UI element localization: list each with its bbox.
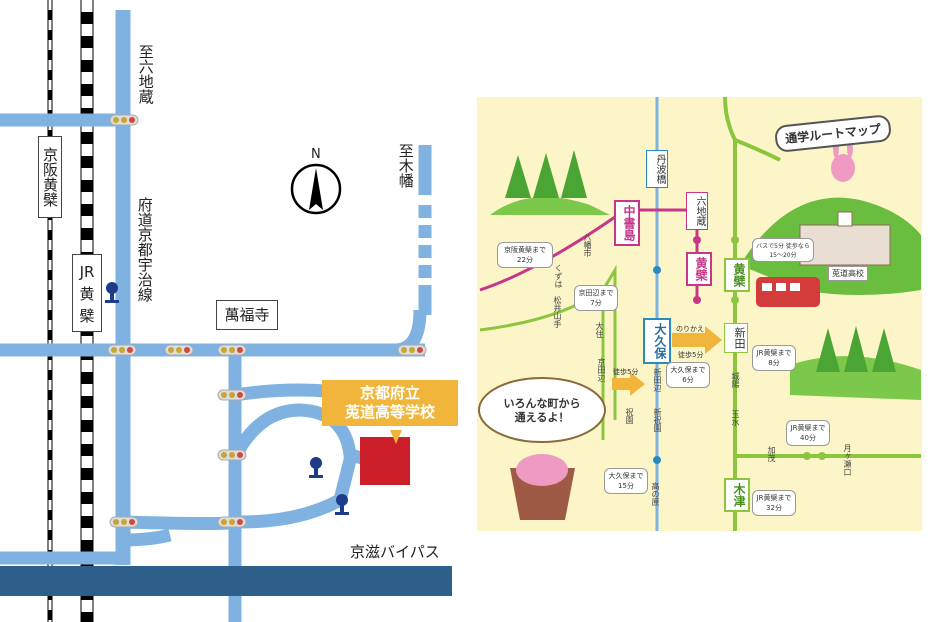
- station-kamo[interactable]: 加茂: [767, 446, 776, 462]
- station-shin-tanabe[interactable]: 新田辺: [653, 368, 662, 392]
- note-okubo: 大久保まで6分: [666, 362, 710, 388]
- station-shinden[interactable]: 新田: [724, 323, 748, 353]
- note-walk5: 徒歩5分: [613, 368, 639, 376]
- station-soen[interactable]: 祝園: [625, 408, 634, 424]
- note-kyotanabe: 京田辺まで7分: [574, 285, 618, 311]
- school-name-line2: 莵道高等学校: [344, 403, 435, 421]
- station-tamamizu[interactable]: 玉水: [731, 410, 740, 426]
- north-arrow-icon: [290, 163, 342, 215]
- station-osumi[interactable]: 大住: [595, 322, 604, 338]
- right-map: [477, 96, 922, 531]
- balloon-text-line1: いろんな町から: [503, 397, 581, 410]
- school-name-tag[interactable]: 京都府立 莵道高等学校: [322, 380, 458, 426]
- balloon-illustration: [478, 377, 606, 520]
- bypass-label: 京滋バイパス: [350, 543, 440, 561]
- station-okubo[interactable]: 大久保: [643, 318, 671, 364]
- station-nakashojima[interactable]: 中書島: [614, 200, 640, 246]
- to-kowata-label: 至木幡: [396, 143, 415, 188]
- jr-obaku-station-label: JR黄檗: [79, 263, 95, 325]
- bus-illustration: [756, 277, 820, 307]
- school-marker: [360, 437, 410, 485]
- station-kuzuha[interactable]: くずは: [554, 264, 563, 288]
- station-yawatashi[interactable]: 八幡市: [583, 233, 592, 257]
- station-obaku-keihan[interactable]: 黄檗: [686, 252, 712, 286]
- note-transfer: のりかえ: [676, 325, 704, 333]
- note-okubo2: 大久保まで15分: [604, 468, 648, 494]
- school-tag-pointer: [390, 430, 402, 444]
- tree-icons: [505, 150, 896, 372]
- station-tanbabashi[interactable]: 丹波橋: [646, 150, 668, 188]
- station-obaku-jr[interactable]: 黄檗: [724, 258, 750, 292]
- note-school: 莵道高校: [828, 266, 868, 281]
- school-building-illustration: [799, 211, 891, 266]
- jr-obaku-station[interactable]: JR黄檗: [72, 254, 102, 332]
- station-kyotanabe[interactable]: 京田辺: [597, 358, 606, 382]
- note-jr-obaku8: JR黄檗まで8分: [752, 345, 796, 371]
- keihan-obaku-station[interactable]: 京阪黄檗: [38, 136, 62, 218]
- station-shin-soen[interactable]: 新祝園: [653, 408, 662, 432]
- station-tsukigase[interactable]: 月ヶ瀬口: [843, 444, 852, 476]
- station-rokujizo[interactable]: 六地蔵: [686, 192, 708, 230]
- note-walk5b: 徒歩5分: [678, 351, 704, 359]
- traffic-lights: [107, 114, 427, 528]
- balloon-text-line2: 通えるよ！: [514, 411, 570, 424]
- station-dots: [653, 236, 826, 464]
- note-bus: バスで5分 徒歩なら15〜20分: [752, 238, 814, 262]
- school-name-line1: 京都府立: [359, 384, 420, 402]
- transfer-arrow-1: [672, 326, 722, 354]
- note-kuzuha: 京阪黄檗まで22分: [497, 242, 553, 268]
- transfer-arrow-2: [612, 372, 645, 396]
- fudo-route-label: 府道京都宇治線: [135, 197, 154, 302]
- bus-stop-icons: [105, 282, 349, 515]
- station-takanohara[interactable]: 高の原: [651, 482, 660, 506]
- manpukuji-temple[interactable]: 萬福寺: [216, 300, 278, 330]
- roads: [0, 10, 432, 622]
- balloon-text: いろんな町から 通えるよ！: [486, 397, 598, 425]
- note-jr-obaku40: JR黄檗まで40分: [786, 420, 830, 446]
- station-kotsu[interactable]: 木津: [724, 478, 750, 512]
- north-label: N: [311, 147, 321, 162]
- station-matsuiyamate[interactable]: 松井山手: [553, 296, 562, 328]
- bypass-road: [0, 566, 452, 596]
- note-jr-obaku32: JR黄檗まで32分: [752, 490, 796, 516]
- to-rokujizo-label: 至六地蔵: [136, 44, 155, 104]
- left-map: [0, 0, 452, 622]
- station-shirojo[interactable]: 城陽: [731, 372, 740, 388]
